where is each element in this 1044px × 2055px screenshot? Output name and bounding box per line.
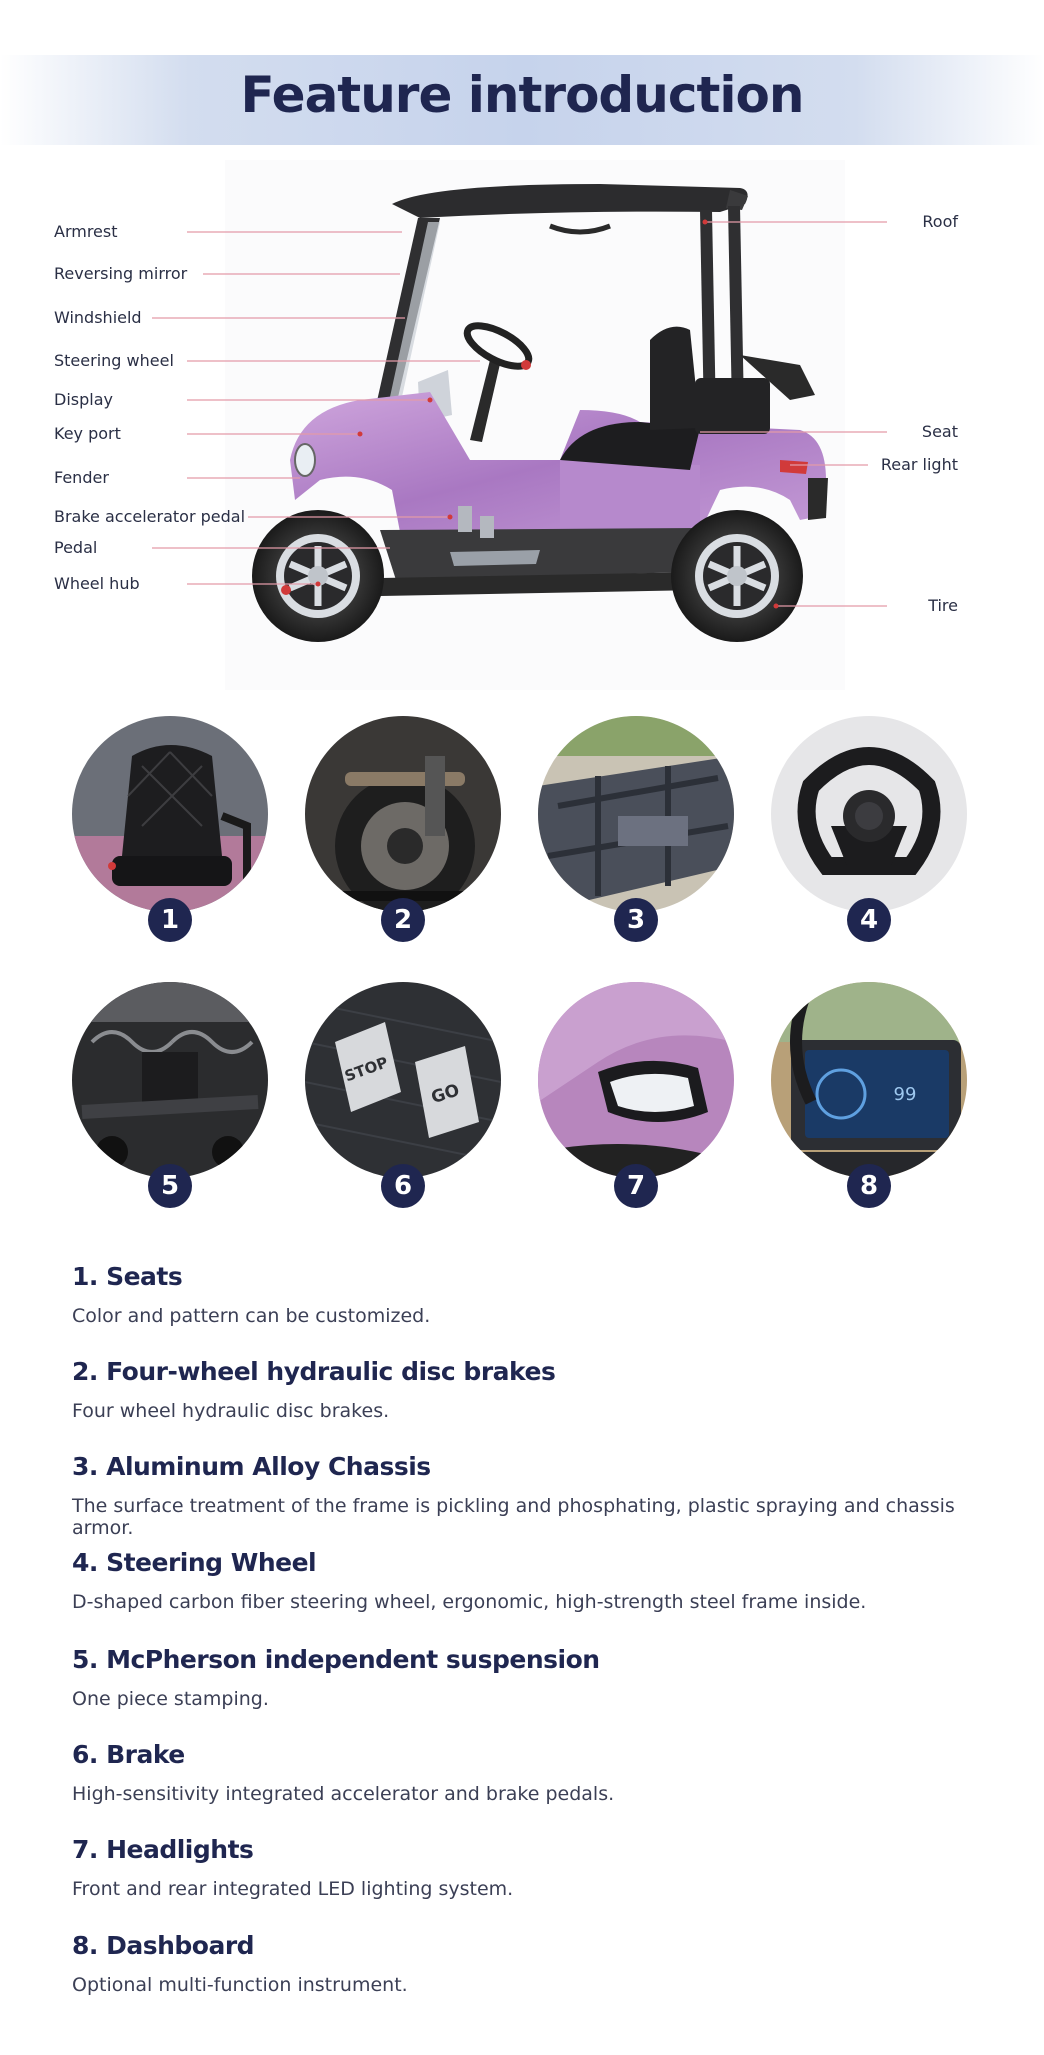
callout-rear-light: Rear light <box>880 455 958 474</box>
callout-seat: Seat <box>921 422 958 441</box>
page-title: Feature introduction <box>240 66 805 124</box>
feature-description: Optional multi-function instrument. <box>72 1974 408 1996</box>
thumbnail-suspension <box>72 982 268 1178</box>
thumbnail-steering-wheel <box>771 716 967 912</box>
thumbnail-headlight <box>538 982 734 1178</box>
feature-heading: 7. Headlights <box>72 1835 254 1864</box>
feature-description: Four wheel hydraulic disc brakes. <box>72 1400 390 1422</box>
callout-windshield: Windshield <box>54 308 142 327</box>
callout-reversing-mirror: Reversing mirror <box>54 264 188 283</box>
feature-heading: 8. Dashboard <box>72 1931 255 1960</box>
thumbnail-pedals: STOP GO <box>305 982 501 1178</box>
thumbnail-dashboard: 99 <box>771 982 967 1178</box>
thumbnail-number: 8 <box>847 1164 891 1208</box>
thumbnail-number: 7 <box>614 1164 658 1208</box>
title-band <box>0 55 1044 145</box>
feature-heading: 6. Brake <box>72 1740 185 1769</box>
feature-heading: 2. Four-wheel hydraulic disc brakes <box>72 1357 556 1386</box>
callout-brake-accelerator-pedal: Brake accelerator pedal <box>54 507 246 526</box>
callout-fender: Fender <box>54 468 109 487</box>
feature-description: D-shaped carbon fiber steering wheel, er… <box>72 1591 867 1613</box>
feature-description: One piece stamping. <box>72 1688 269 1710</box>
callout-armrest: Armrest <box>54 222 118 241</box>
callout-steering-wheel: Steering wheel <box>54 351 174 370</box>
feature-item: 3. Aluminum Alloy Chassis The surface tr… <box>72 1452 1012 1539</box>
thumbnail-number: 3 <box>614 898 658 942</box>
thumbnail-number: 5 <box>148 1164 192 1208</box>
thumbnail-number: 1 <box>148 898 192 942</box>
thumbnail-disc-brake <box>305 716 501 912</box>
callout-key-port: Key port <box>54 424 121 443</box>
thumbnail-number: 6 <box>381 1164 425 1208</box>
feature-heading: 1. Seats <box>72 1262 183 1291</box>
thumbnail-number: 2 <box>381 898 425 942</box>
thumbnail-seat <box>72 716 268 912</box>
feature-description: The surface treatment of the frame is pi… <box>72 1495 955 1539</box>
feature-item: 5. McPherson independent suspension One … <box>72 1645 1012 1710</box>
feature-item: 2. Four-wheel hydraulic disc brakes Four… <box>72 1357 1012 1422</box>
callout-pedal: Pedal <box>54 538 98 557</box>
feature-item: 4. Steering Wheel D-shaped carbon fiber … <box>72 1548 1012 1613</box>
callout-tire: Tire <box>928 596 958 615</box>
thumbnail-number: 4 <box>847 898 891 942</box>
cart-diagram: Armrest Reversing mirror Windshield Stee… <box>0 160 1044 720</box>
feature-description: Front and rear integrated LED lighting s… <box>72 1878 514 1900</box>
feature-description: High-sensitivity integrated accelerator … <box>72 1783 615 1805</box>
feature-item: 1. Seats Color and pattern can be custom… <box>72 1262 1012 1327</box>
feature-heading: 4. Steering Wheel <box>72 1548 317 1577</box>
callout-roof: Roof <box>922 212 958 231</box>
thumbnail-chassis <box>538 716 734 912</box>
feature-item: 7. Headlights Front and rear integrated … <box>72 1835 1012 1900</box>
feature-description: Color and pattern can be customized. <box>72 1305 431 1327</box>
feature-item: 8. Dashboard Optional multi-function ins… <box>72 1931 1012 1996</box>
callout-display: Display <box>54 390 113 409</box>
dashboard-readout: 99 <box>894 1084 917 1105</box>
golf-cart-image <box>152 160 887 690</box>
feature-heading: 5. McPherson independent suspension <box>72 1645 600 1674</box>
feature-item: 6. Brake High-sensitivity integrated acc… <box>72 1740 1012 1805</box>
callout-wheel-hub: Wheel hub <box>54 574 140 593</box>
feature-heading: 3. Aluminum Alloy Chassis <box>72 1452 431 1481</box>
